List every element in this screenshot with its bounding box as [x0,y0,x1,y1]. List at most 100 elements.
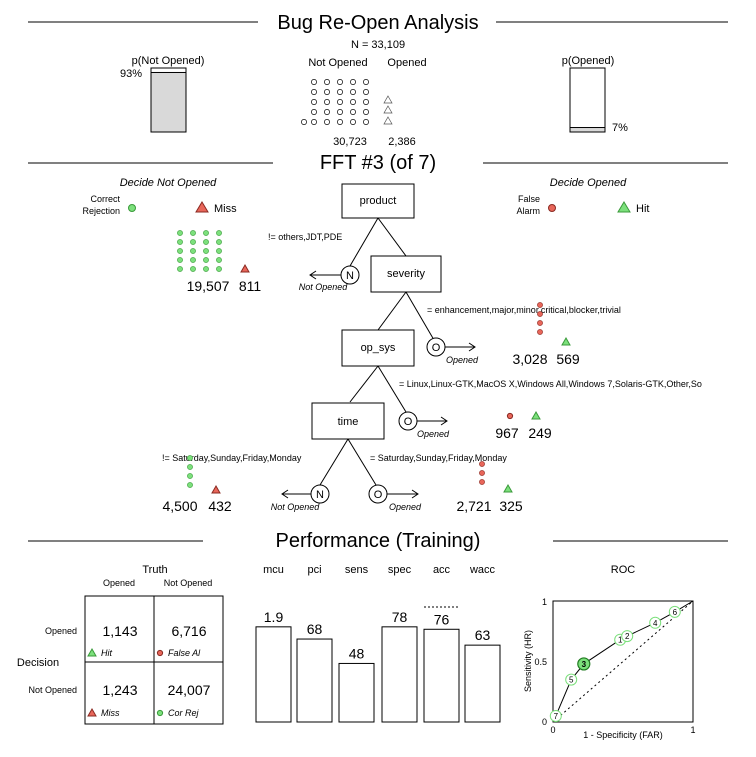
hdr-circle-4 [363,79,369,85]
ex1-cr-dot-16 [177,266,183,272]
matrix-cr-icon [156,709,164,717]
hdr-circle-20 [311,119,317,125]
metric-bar-wacc [464,644,501,723]
ex1-cr-dot-0 [177,230,183,236]
hit-legend: Hit [636,203,649,215]
cue-time-o: = Saturday,Sunday,Friday,Monday [370,453,507,463]
decide-opened-label: Decide Opened [550,177,627,189]
ex1-cr-dot-5 [190,239,196,245]
metric-value-wacc: 63 [475,627,491,643]
matrix-hit-icon [87,647,97,657]
hdr-circle-13 [350,99,356,105]
roc-point-label-4: 4 [653,619,658,628]
ex1-cr-dot-1 [190,230,196,236]
roc-point-label-3: 3 [582,660,587,669]
count-not-opened: 30,723 [333,136,367,148]
roc-point-4 [649,616,662,629]
exit-4n-miss-array [211,484,221,494]
main-title: Bug Re-Open Analysis [277,12,478,34]
matrix-fa-icon [156,649,164,657]
count-opened: 2,386 [388,136,416,148]
ex4o-fa-dot-2 [479,479,485,485]
exit-1-cr-array [177,230,222,272]
exit-3-fa-array [506,412,514,420]
ex1-cr-dot-15 [216,257,222,263]
p-opened-pct: 7% [612,122,628,134]
roc-point-label-6: 6 [673,608,678,617]
hdr-circle-10 [311,99,317,105]
hdr-circle-24 [363,119,369,125]
hdr-circle-15 [311,109,317,115]
ex2-fa-dot-0 [537,302,543,308]
roc-point-3 [577,657,591,671]
col-not-opened: Not Opened [308,57,367,69]
p-opened-label: p(Opened) [562,55,615,67]
false-alarm-icon [548,204,556,212]
opened-icon-array [383,95,393,125]
exit-2-fa-count: 3,028 [512,351,547,367]
miss-legend: Miss [214,203,237,215]
exit-3-hit-array [531,410,541,420]
hdr-circle-17 [337,109,343,115]
roc-point-label-1: 1 [618,636,623,645]
false-alarm-legend-line1: False [518,194,540,204]
ex1-cr-dot-14 [203,257,209,263]
branch-severity-next [377,291,407,331]
metric-value-mcu: 1.9 [264,609,284,625]
ex2-fa-dot-2 [537,320,543,326]
hdr-circle-23 [350,119,356,125]
decision-label: Decision [17,657,59,669]
metric-label-wacc: wacc [469,564,496,576]
perf-title: Performance (Training) [276,530,481,552]
branch-time-n [319,438,349,486]
hdr-circle-22 [337,119,343,125]
matrix-fa-label: False Al [168,648,201,658]
hdr-circle-21 [324,119,330,125]
roc-point-2 [621,630,634,643]
metric-bar-pci [296,638,333,723]
correct-rejection-legend-line1: Correct [90,194,120,204]
node-time-label: time [338,416,359,428]
ex4o-fa-dot-0 [479,461,485,467]
hdr-circle-5 [311,89,317,95]
ex1-cr-dot-11 [216,248,222,254]
metric-label-acc: acc [433,564,451,576]
node-severity-label: severity [387,268,425,280]
ex1-cr-dot-7 [216,239,222,245]
metric-label-pci: pci [307,564,321,576]
miss-count: 1,243 [102,682,137,698]
hdr-circle-19 [363,109,369,115]
roc-tick-y1: 1 [542,597,547,607]
metric-value-acc: 76 [434,611,450,627]
node-time [311,402,385,440]
correct-rejection-legend-line2: Rejection [82,206,120,216]
roc-title: ROC [611,564,636,576]
hdr-circle-11 [324,99,330,105]
cr-count: 24,007 [168,682,211,698]
roc-ylabel: Sensitivity (HR) [523,630,533,692]
roc-point-label-2: 2 [625,632,630,641]
exit-2-fa-array [537,302,543,335]
fa-count: 6,716 [171,623,206,639]
ex2-fa-dot-1 [537,311,543,317]
decision-opened: Opened [45,626,77,636]
roc-point-7 [549,709,562,722]
ex1-cr-dot-17 [190,266,196,272]
roc-point-5 [565,673,578,686]
exit-1-arrowhead [309,270,317,280]
roc-point-label-5: 5 [569,676,574,685]
node-op-sys [341,329,415,367]
exit-3-label: Opened [417,429,450,439]
exit-1-label: Not Opened [299,282,349,292]
hdr-circle-8 [350,89,356,95]
hdr-circle-16 [324,109,330,115]
roc-tick-y05: 0.5 [534,657,547,667]
exit-4o-fa-array [479,461,485,485]
exit-4n-cr-count: 4,500 [162,498,197,514]
exit-4o-hit-count: 325 [499,498,523,514]
hdr-circle-3 [350,79,356,85]
hdr-circle-9 [363,89,369,95]
